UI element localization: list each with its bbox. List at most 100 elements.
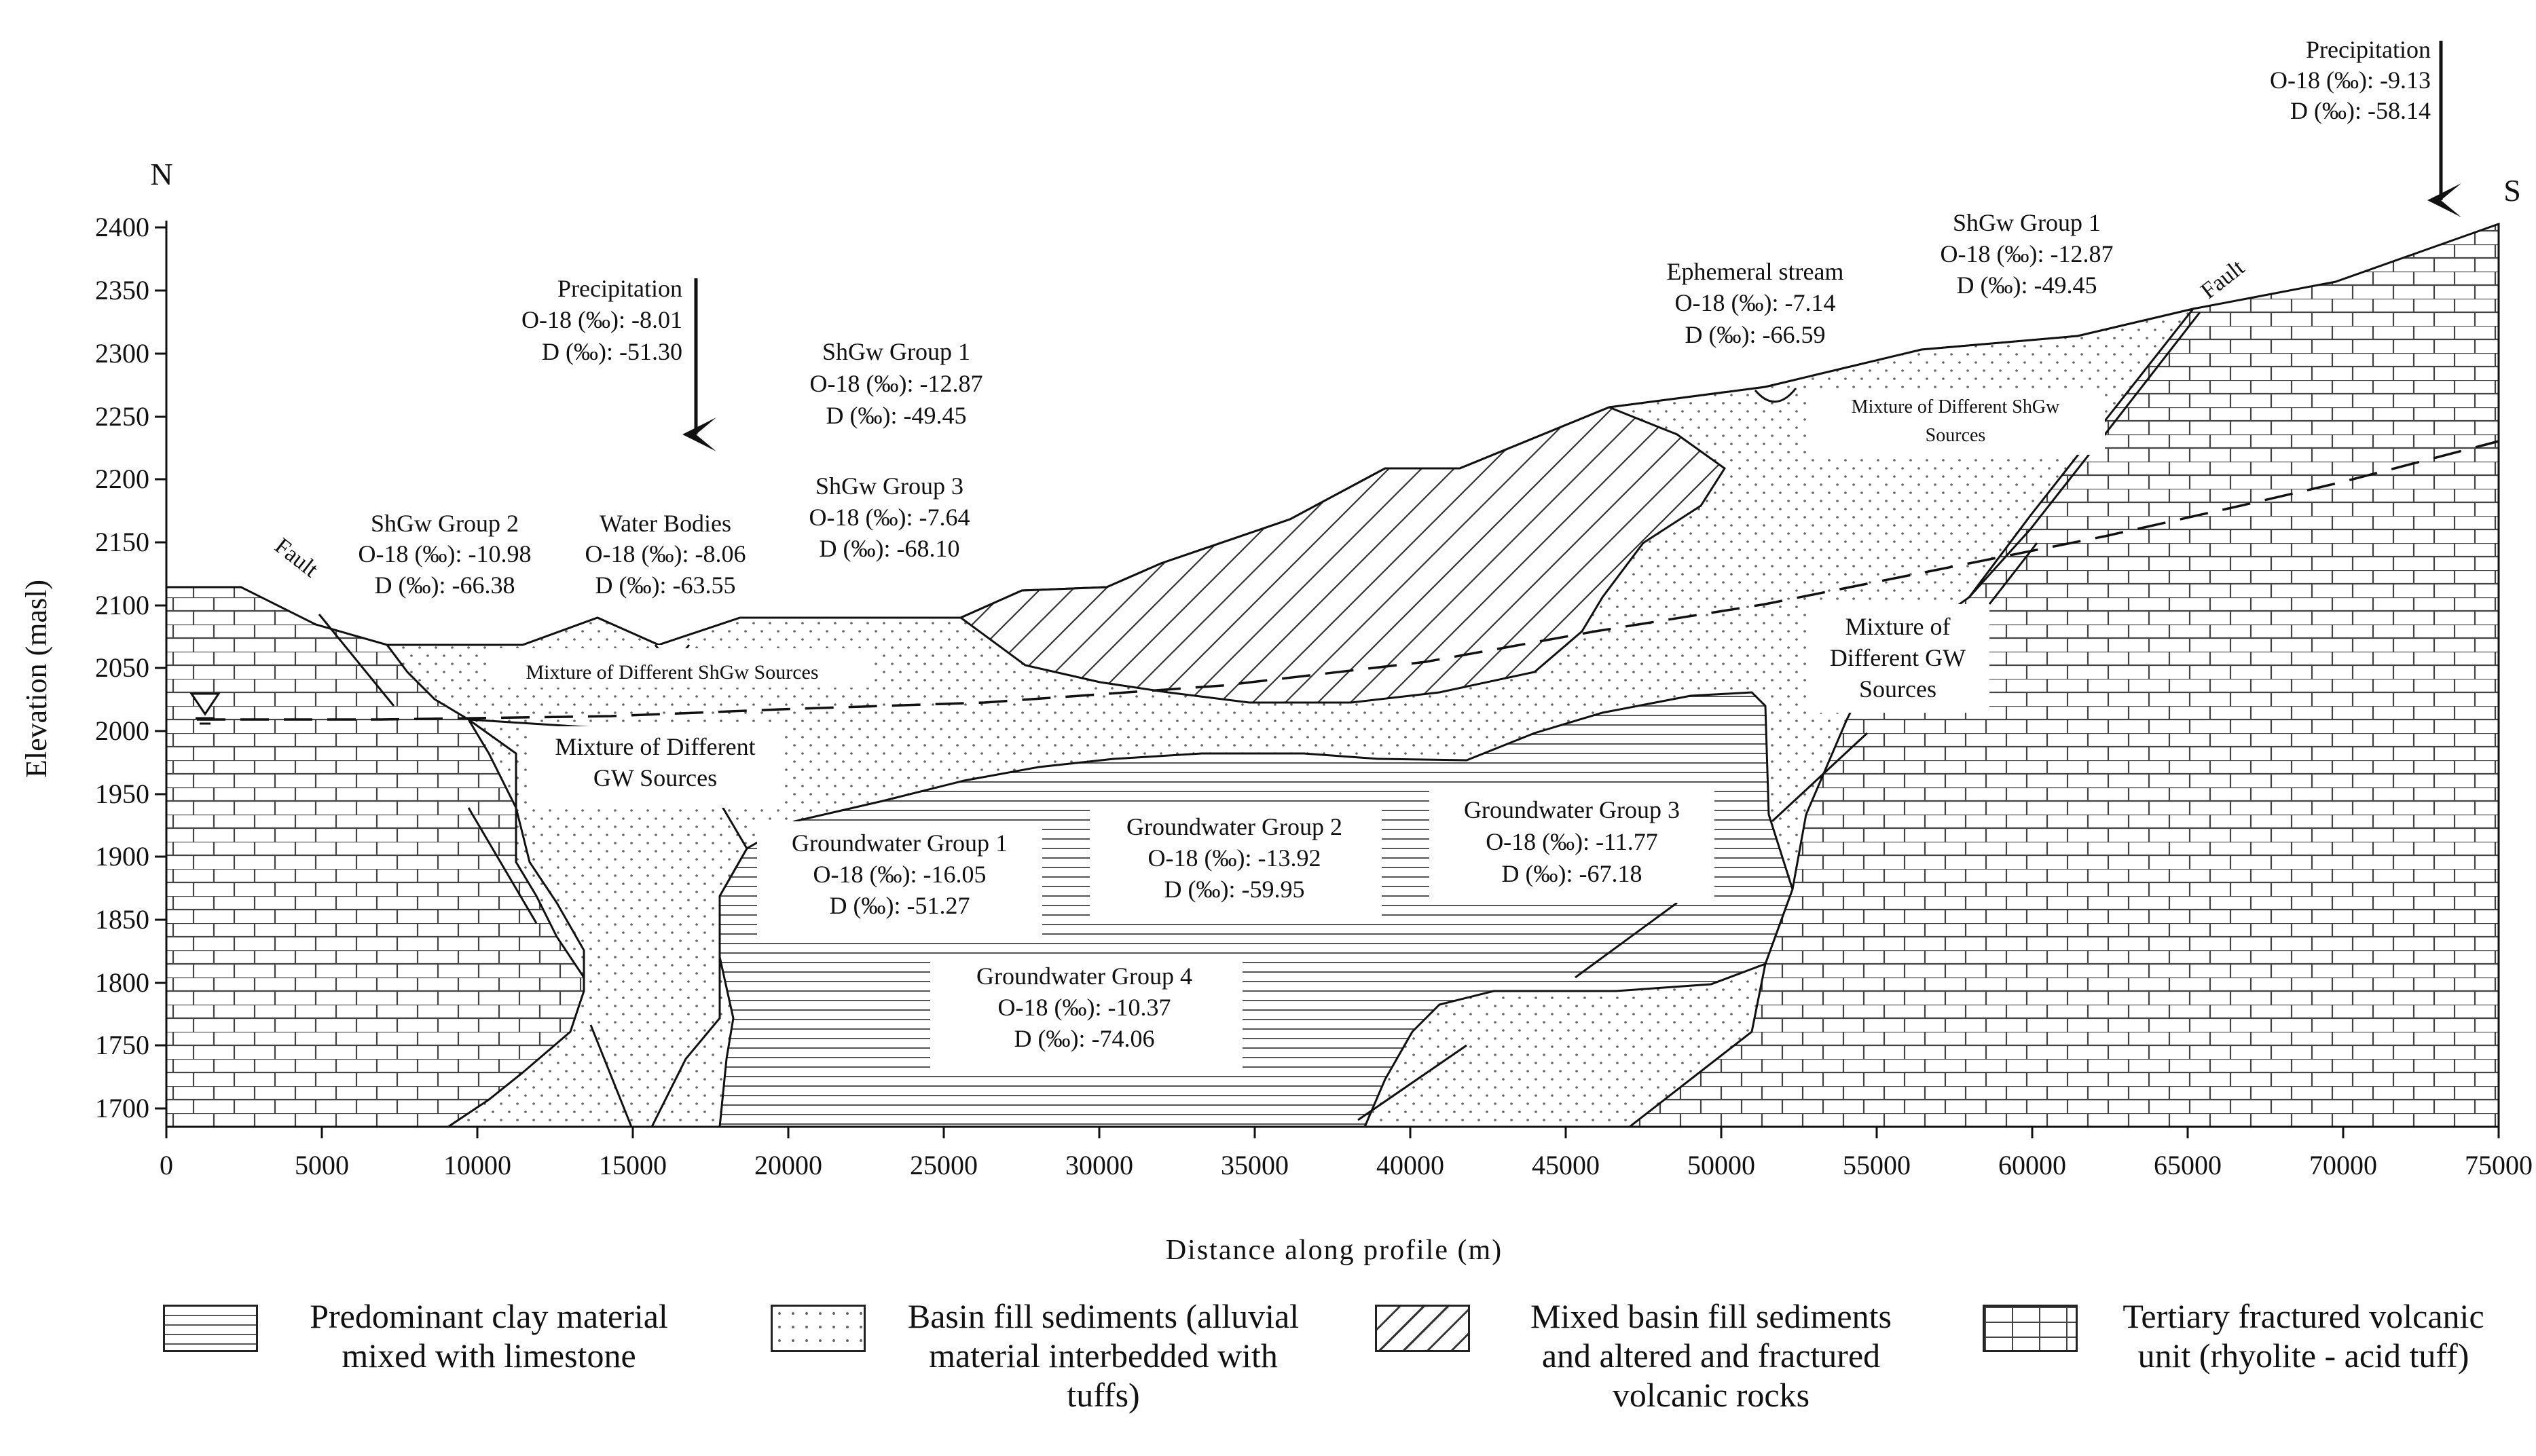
fault-line-right [1968, 312, 2201, 599]
x-tick-label: 10000 [443, 1150, 511, 1180]
legend-item-basin: Basin fill sediments (alluvial material … [771, 1296, 1341, 1432]
zone-label-line: Different GW [1830, 644, 1966, 671]
y-tick-label: 2150 [95, 527, 149, 557]
annotation-gw1: Groundwater Group 1 O-18 (‰): -16.05 D (… [792, 829, 1008, 919]
annotation-d: D (‰): -58.14 [2290, 97, 2431, 124]
annotation-shgw3: ShGw Group 3 O-18 (‰): -7.64 D (‰): -68.… [809, 472, 970, 562]
north-label: N [150, 157, 172, 191]
legend-swatch-mixed [1375, 1305, 1470, 1352]
x-tick-label: 55000 [1843, 1150, 1911, 1180]
annotation-o18: O-18 (‰): -16.05 [813, 861, 987, 888]
fault-line-right-2 [1357, 542, 2038, 1121]
x-tick-label: 60000 [1998, 1150, 2066, 1180]
y-tick-label: 2350 [95, 275, 149, 305]
annotation-o18: O-18 (‰): -13.92 [1148, 844, 1321, 872]
x-tick-label: 40000 [1376, 1150, 1444, 1180]
x-tick-label: 0 [160, 1150, 173, 1180]
annotation-d: D (‰): -63.55 [595, 572, 736, 599]
x-tick-label: 20000 [754, 1150, 822, 1180]
x-tick-label: 70000 [2309, 1150, 2377, 1180]
annotation-o18: O-18 (‰): -10.98 [359, 540, 532, 567]
zone-label-line: Mixture of [1845, 613, 1951, 640]
annotation-o18: O-18 (‰): -12.87 [1941, 240, 2114, 267]
zone-label-line: Sources [1926, 425, 1986, 446]
annotation-d: D (‰): -51.30 [542, 338, 682, 365]
y-tick-label: 2100 [95, 590, 149, 620]
annotation-title: Ephemeral stream [1667, 258, 1844, 285]
annotation-ephemeral-stream: Ephemeral stream O-18 (‰): -7.14 D (‰): … [1667, 258, 1844, 348]
annotation-d: D (‰): -66.59 [1685, 321, 1826, 348]
legend-label: Basin fill sediments (alluvial material … [907, 1297, 1300, 1414]
y-axis: 2400 2350 2300 2250 2200 2150 2100 2050 … [20, 212, 168, 1127]
annotation-water-bodies: Water Bodies O-18 (‰): -8.06 D (‰): -63.… [585, 510, 746, 599]
annotation-title: Groundwater Group 2 [1126, 813, 1342, 840]
annotation-o18: O-18 (‰): -10.37 [998, 994, 1171, 1021]
zone-label-line: Mixture of Different [555, 733, 755, 760]
annotation-o18: O-18 (‰): -7.14 [1675, 289, 1836, 316]
x-tick-label: 15000 [599, 1150, 667, 1180]
y-tick-label: 2200 [95, 464, 149, 494]
zone-label-line: GW Sources [593, 764, 717, 791]
fault-line-left-lower [467, 807, 538, 924]
legend-label: Tertiary fractured volcanic unit (rhyoli… [2122, 1297, 2484, 1375]
annotation-title: Precipitation [2306, 36, 2431, 63]
x-tick-label: 5000 [295, 1150, 349, 1180]
legend-item-clay: Predominant clay material mixed with lim… [163, 1296, 720, 1432]
x-axis-label: Distance along profile (m) [1166, 1235, 1503, 1266]
annotation-d: D (‰): -66.38 [375, 572, 515, 599]
annotation-title: ShGw Group 1 [1953, 209, 2101, 236]
zone-label-mix-shgw-left: Mixture of Different ShGw Sources [526, 661, 818, 684]
annotation-d: D (‰): -68.10 [820, 535, 960, 562]
water-table-line [197, 440, 2499, 721]
legend-swatch-basin [771, 1305, 866, 1352]
annotation-title: Precipitation [557, 275, 682, 302]
annotation-o18: O-18 (‰): -8.06 [585, 540, 746, 567]
annotation-gw3: Groundwater Group 3 O-18 (‰): -11.77 D (… [1464, 796, 1680, 887]
legend-swatch-clay [163, 1305, 258, 1352]
fault-label-left: Fault [270, 534, 323, 583]
left-basin-channel [445, 718, 748, 1128]
y-tick-label: 1850 [95, 904, 149, 935]
y-tick-label: 2300 [95, 338, 149, 369]
annotation-gw4: Groundwater Group 4 O-18 (‰): -10.37 D (… [976, 963, 1192, 1052]
y-tick-label: 1700 [95, 1093, 149, 1123]
annotation-precip-left: Precipitation O-18 (‰): -8.01 D (‰): -51… [521, 275, 682, 365]
x-axis: 0 5000 10000 15000 20000 25000 30000 350… [160, 1125, 2533, 1266]
x-tick-label: 30000 [1065, 1150, 1133, 1180]
label-plates [489, 390, 2105, 1069]
x-tick-label: 65000 [2154, 1150, 2222, 1180]
x-tick-label: 50000 [1687, 1150, 1755, 1180]
x-tick-label: 35000 [1221, 1150, 1289, 1180]
zone-label-mix-shgw-right: Mixture of Different ShGw Sources [1852, 396, 2060, 446]
y-tick-label: 2050 [95, 652, 149, 683]
annotation-title: Groundwater Group 4 [976, 963, 1192, 990]
annotation-o18: O-18 (‰): -7.64 [809, 504, 970, 531]
annotation-o18: O-18 (‰): -11.77 [1486, 828, 1658, 855]
zone-label-mix-gw-right: Mixture of Different GW Sources [1830, 613, 1966, 703]
annotation-d: D (‰): -49.45 [1957, 272, 2097, 299]
south-label: S [2503, 173, 2521, 208]
legend-item-volcanic: Tertiary fractured volcanic unit (rhyoli… [1983, 1296, 2526, 1432]
y-tick-label: 1750 [95, 1030, 149, 1060]
annotation-o18: O-18 (‰): -12.87 [810, 370, 983, 397]
legend-item-mixed: Mixed basin fill sediments and altered a… [1375, 1296, 1945, 1432]
annotation-precip-right: Precipitation O-18 (‰): -9.13 D (‰): -58… [2270, 36, 2431, 124]
legend-label: Predominant clay material mixed with lim… [310, 1297, 668, 1375]
annotation-o18: O-18 (‰): -9.13 [2270, 67, 2431, 94]
annotation-title: Groundwater Group 1 [792, 829, 1008, 857]
y-tick-label: 1900 [95, 841, 149, 872]
y-tick-label: 1800 [95, 967, 149, 998]
y-tick-label: 2250 [95, 401, 149, 432]
mixed-basin-fill-zone [959, 406, 1727, 704]
annotation-d: D (‰): -74.06 [1014, 1025, 1155, 1052]
water-table-symbol [189, 692, 221, 725]
fault-label-right: Fault [2197, 255, 2249, 304]
annotation-title: ShGw Group 3 [815, 472, 963, 500]
y-tick-label: 1950 [95, 779, 149, 809]
fault-line-left-deep [589, 1024, 633, 1127]
zone-label-line: Mixture of Different ShGw [1852, 396, 2060, 417]
annotation-title: ShGw Group 2 [371, 510, 519, 537]
x-tick-label: 25000 [910, 1150, 978, 1180]
y-tick-label: 2000 [95, 715, 149, 746]
